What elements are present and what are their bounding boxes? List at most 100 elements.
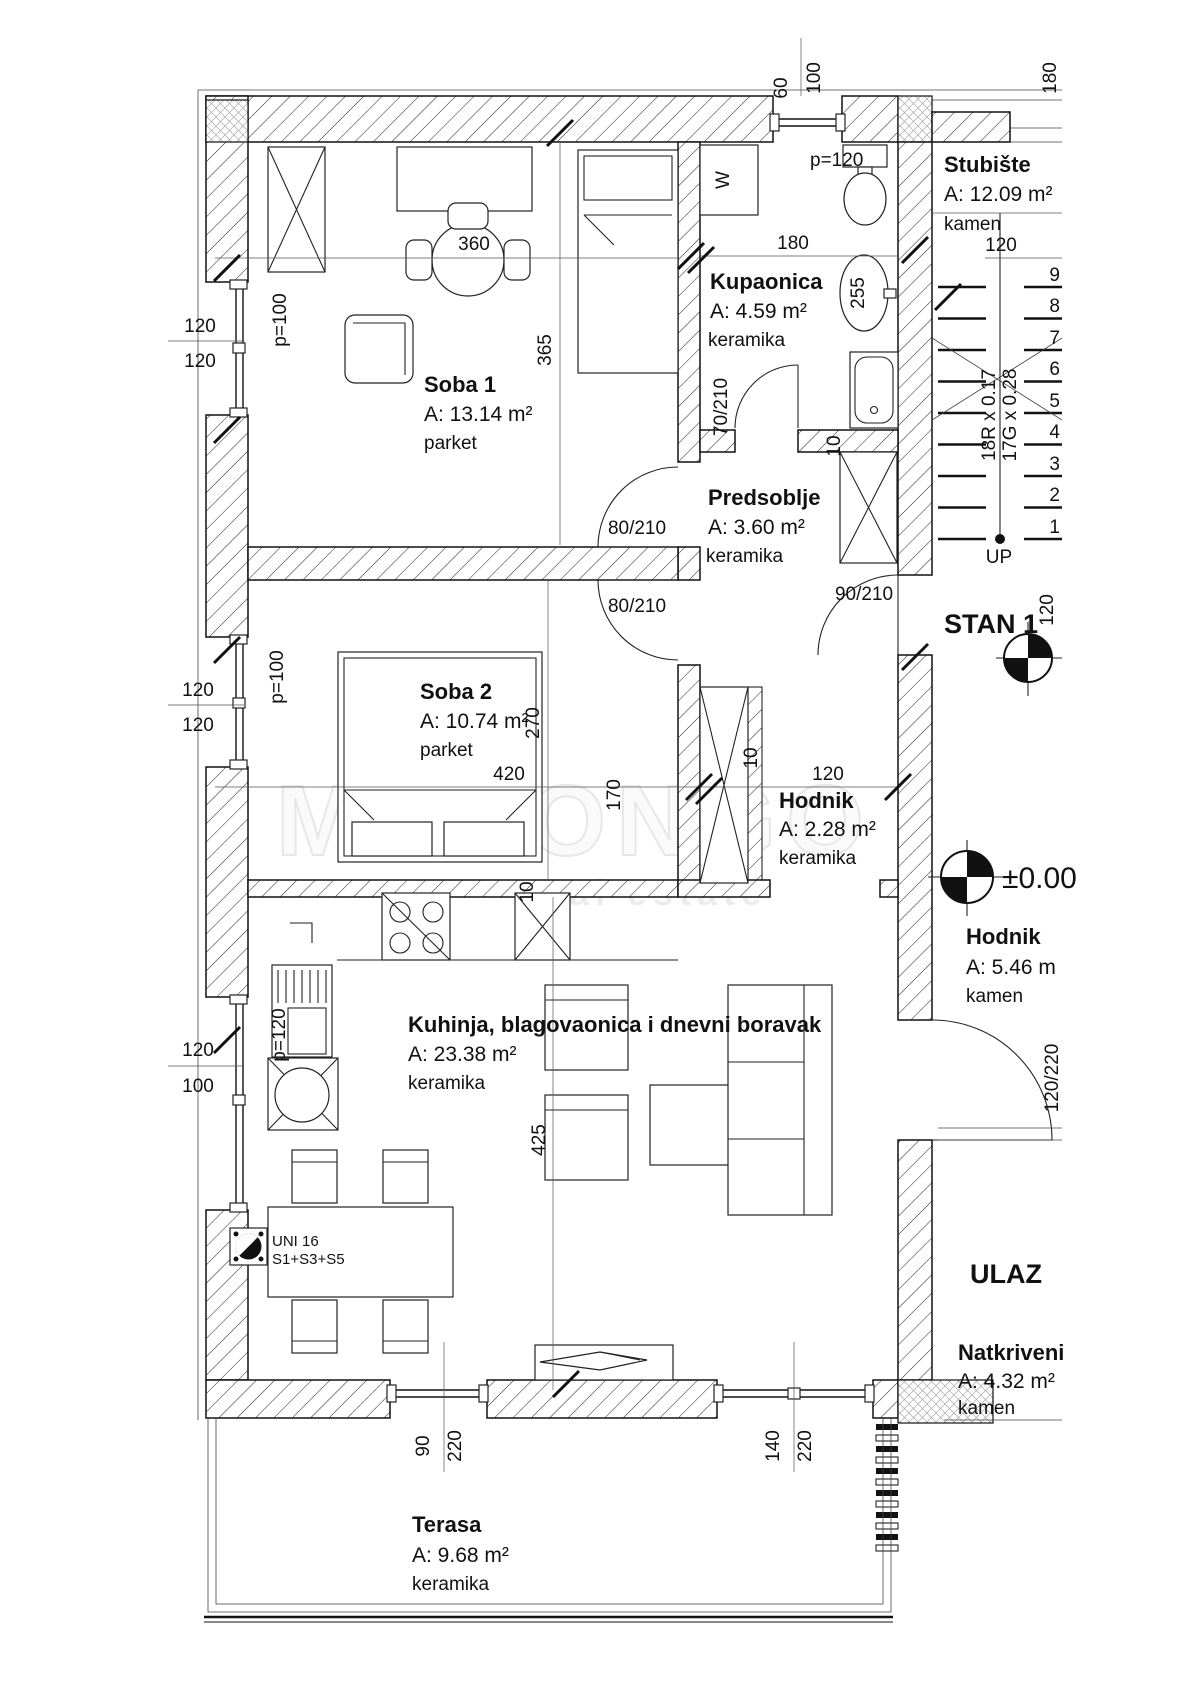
armchair-living-2 (544, 1094, 629, 1181)
dining-table (267, 1149, 454, 1354)
bathroom-fixtures: W 255 180 (699, 144, 899, 429)
storage (267, 146, 898, 961)
dim-win2-p: p=100 (267, 650, 288, 703)
room-name: Terasa (412, 1512, 482, 1537)
room-area: A: 9.68 m² (412, 1544, 509, 1567)
entrance-steps (875, 1424, 899, 1552)
vent-symbol (229, 1227, 268, 1266)
room-terasa: Terasa A: 9.68 m² keramika (412, 1512, 509, 1595)
stove (381, 892, 451, 961)
room-area: A: 23.38 m² (408, 1043, 517, 1066)
sofa (727, 984, 833, 1216)
door-soba1 (597, 466, 679, 548)
tv-unit (534, 1344, 674, 1381)
dim-edge-note: 180 (1040, 62, 1061, 94)
room-natkriveni: Natkriveni A: 4.32 m² kamen (958, 1340, 1064, 1419)
walls (205, 95, 1011, 1424)
dim-bath-width: 180 (777, 233, 809, 254)
vent-label-1: UNI 16 (272, 1233, 319, 1250)
room-predsoblje: Predsoblje A: 3.60 m² keramika (706, 485, 820, 567)
dim-table: 360 (458, 234, 490, 255)
windows (229, 113, 875, 1403)
dim-door-soba2: 80/210 (608, 596, 666, 617)
wardrobe-predsoblje (839, 451, 898, 564)
room-area: A: 13.14 m² (424, 403, 533, 426)
survey-marker-stan1 (996, 622, 1062, 696)
annotations: STAN 1 ±0.00 ULAZ (928, 609, 1077, 1289)
wardrobe-soba1 (267, 146, 326, 273)
fridge (514, 892, 571, 961)
room-floor: kamen (958, 1398, 1015, 1419)
dim-top-win-h: 100 (804, 62, 825, 94)
dim-win1-p: p=100 (270, 293, 291, 346)
room-soba1: Soba 1 A: 13.14 m² parket (424, 372, 533, 454)
bed-single (577, 149, 679, 374)
wardrobe-hodnik (699, 686, 749, 884)
dim-door-main: 120/220 (1042, 1044, 1063, 1113)
room-name: Hodnik (779, 788, 854, 813)
room-area: A: 4.32 m² (958, 1370, 1055, 1393)
stair-number: 4 (1049, 422, 1060, 443)
window-soba1 (229, 279, 248, 418)
stair-number: 5 (1049, 391, 1060, 412)
dim-win3-top: 120 (182, 1040, 214, 1061)
room-area: A: 5.46 m (966, 956, 1056, 979)
room-floor: keramika (706, 546, 784, 567)
room-hodnik: Hodnik A: 5.46 m kamen (966, 924, 1056, 1007)
door-entry (817, 574, 899, 656)
room-name: Kuhinja, blagovaonica i dnevni boravak (408, 1012, 822, 1037)
room-name: Predsoblje (708, 485, 820, 510)
desk (396, 146, 533, 212)
room-floor: kamen (944, 214, 1001, 235)
coffee-table (649, 1084, 736, 1166)
bed-double (337, 651, 543, 863)
sink: 255 (839, 254, 897, 332)
kitchen-furniture: UNI 16 S1+S3+S5 (229, 892, 833, 1381)
room-name: Natkriveni (958, 1340, 1064, 1365)
dim-top-win-p: p=120 (810, 150, 863, 171)
vent-label-2: S1+S3+S5 (272, 1251, 345, 1268)
entrance-label: ULAZ (970, 1259, 1042, 1289)
washer-label: W (713, 171, 734, 189)
stair-number: 3 (1049, 454, 1060, 475)
stair-number: 1 (1049, 517, 1060, 538)
room-area: A: 3.60 m² (708, 516, 805, 539)
dim-soba2-depth: 270 (523, 707, 544, 739)
room-floor: keramika (412, 1574, 490, 1595)
room-stubiste: Stubište A: 12.09 m² kamen (944, 152, 1053, 235)
room-name: Soba 1 (424, 372, 496, 397)
terrace (204, 1418, 893, 1623)
room-floor: keramika (779, 848, 857, 869)
room-area: A: 2.28 m² (779, 818, 876, 841)
door-soba2 (597, 579, 679, 661)
soba1-furniture (344, 146, 679, 384)
stair-number: 2 (1049, 485, 1060, 506)
shower (849, 351, 899, 429)
dim-wall-thk: 10 (741, 747, 762, 768)
dim-terrace-door-w: 90 (413, 1435, 434, 1456)
room-floor: keramika (408, 1073, 486, 1094)
dim-terrace-door-h: 220 (445, 1430, 466, 1462)
stair-number: 8 (1049, 296, 1060, 317)
room-area: A: 10.74 m² (420, 710, 529, 733)
room-name: Stubište (944, 152, 1031, 177)
dim-living-depth: 425 (529, 1124, 550, 1156)
toilet (842, 144, 888, 226)
armchair-living-1 (544, 984, 629, 1071)
dim-hodnik-len: 170 (604, 779, 625, 811)
dim-living-win-h: 220 (795, 1430, 816, 1462)
dim-win3-p: p=120 (269, 1008, 290, 1061)
dim-win2-bot: 120 (182, 715, 214, 736)
room-floor: keramika (708, 330, 786, 351)
dim-stair-side: 120 (1037, 594, 1058, 626)
dim-win2-top: 120 (182, 680, 214, 701)
armchair (344, 314, 414, 384)
staircase: UP 9 8 7 6 5 4 3 2 1 18R x 0.17 17G x 0.… (931, 212, 1063, 568)
dim-stair-width: 120 (985, 235, 1017, 256)
room-floor: parket (424, 433, 478, 454)
dim-hodnik-w: 120 (812, 764, 844, 785)
corner-sink (267, 1057, 339, 1131)
dimension-ticks (212, 118, 963, 1399)
room-labels: Stubište A: 12.09 m² kamen Kupaonica A: … (408, 152, 1064, 1595)
dim-soba2-width: 420 (493, 764, 525, 785)
